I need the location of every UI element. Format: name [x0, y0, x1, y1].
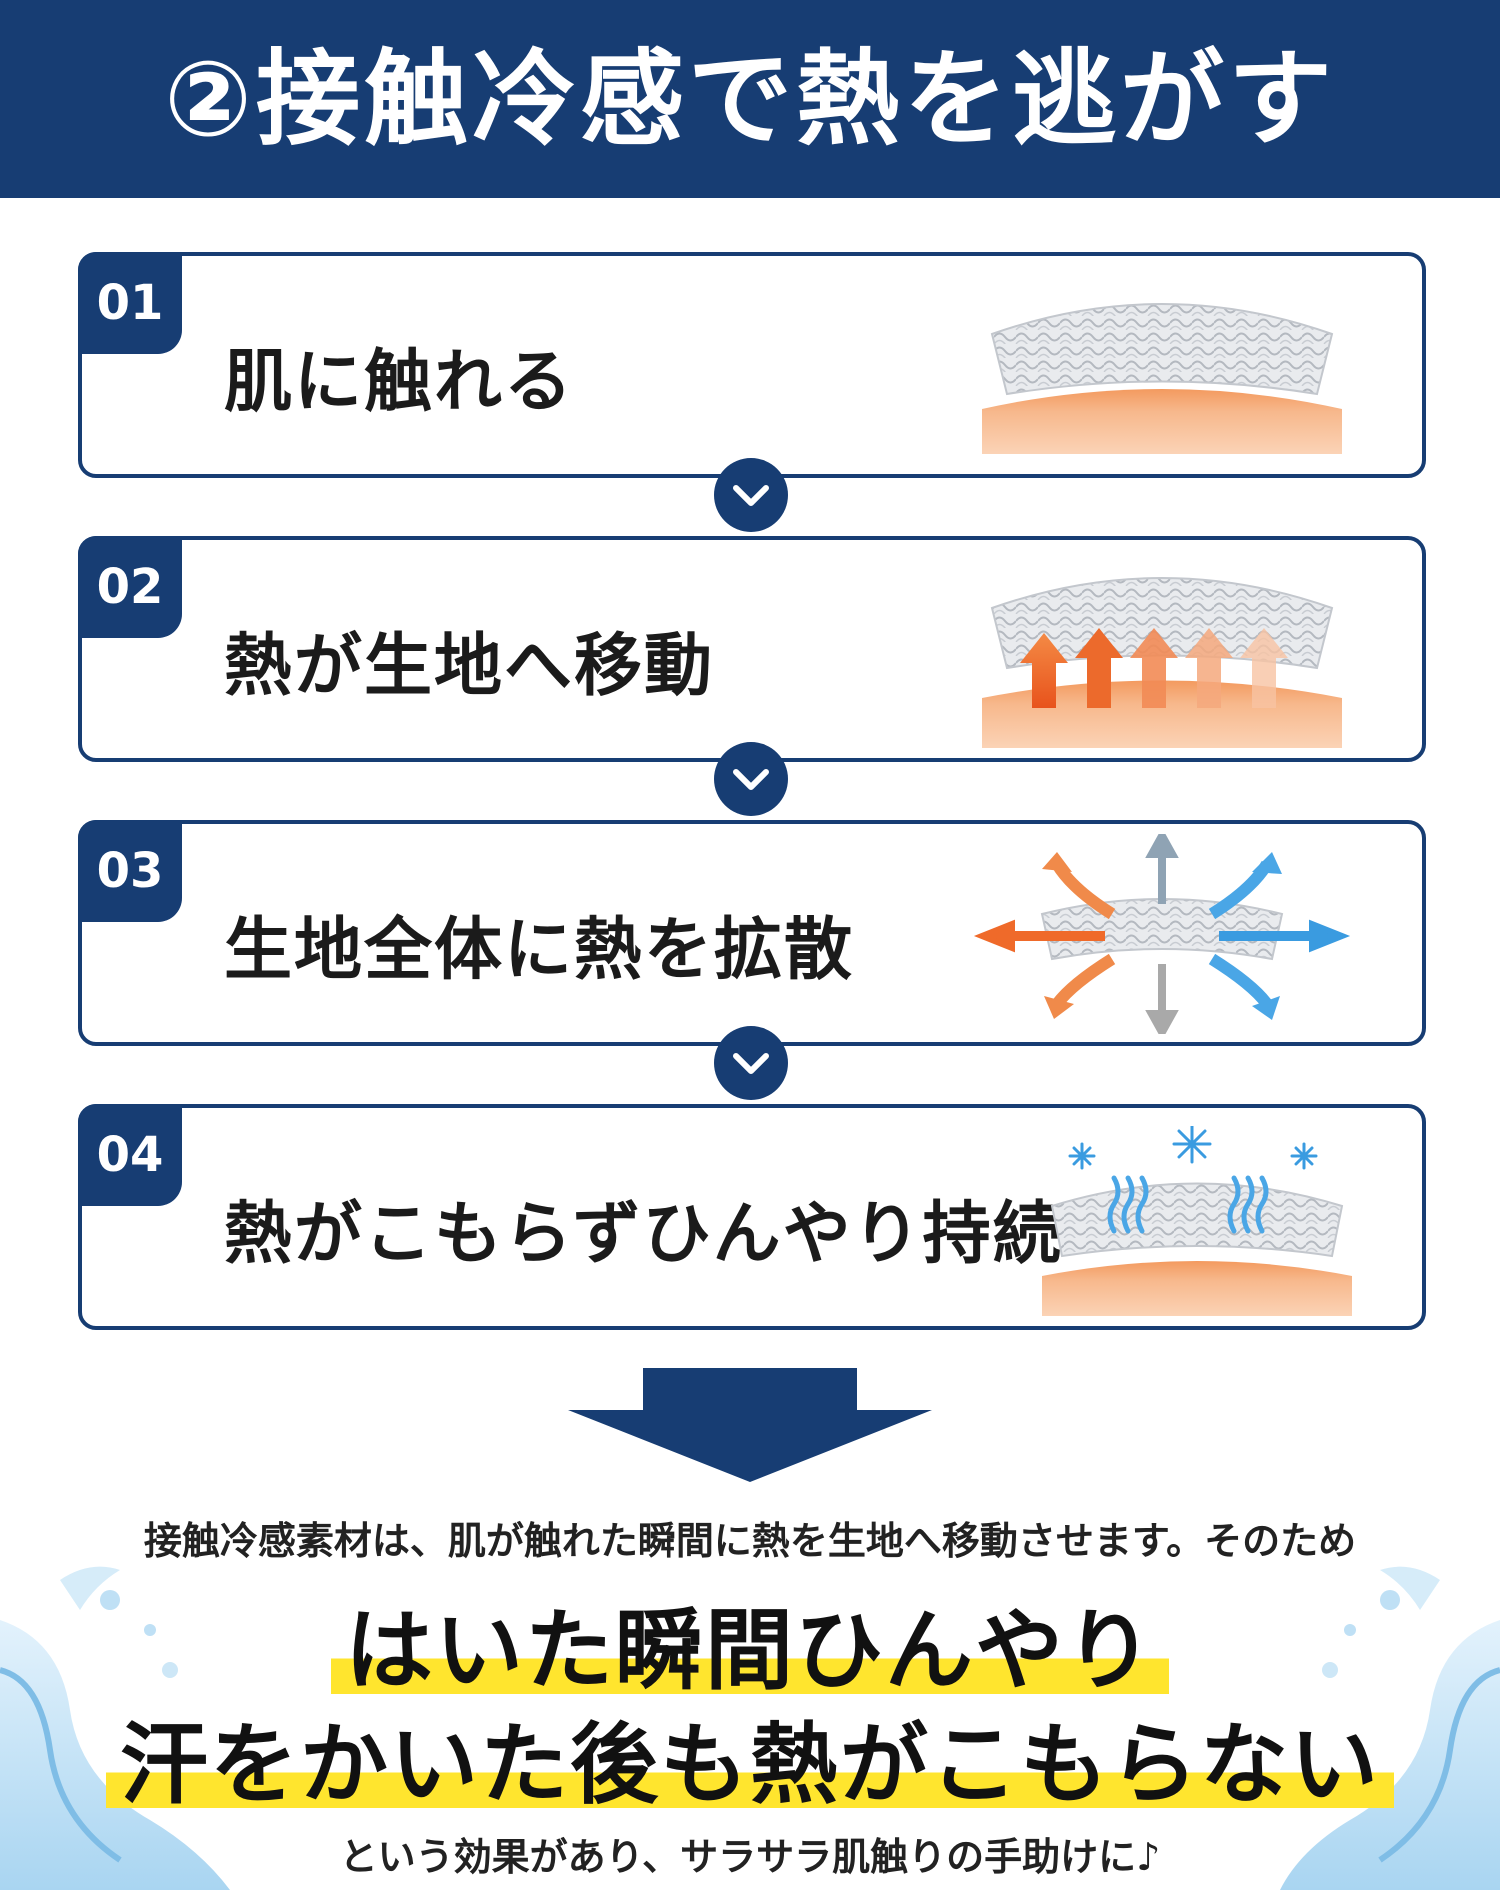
snowflake-icon [1068, 1126, 1318, 1170]
highlight-line-1: はいた瞬間ひんやり [0, 1580, 1500, 1707]
step-card-03: 03 生地全体に熱を拡散 [78, 820, 1426, 1046]
water-splash-right-icon [1280, 1566, 1500, 1890]
chevron-down-icon [714, 458, 788, 532]
water-splash-left-icon [0, 1566, 230, 1890]
heat-arrows-icon [1020, 628, 1288, 708]
highlight-text: はいた瞬間ひんやり [330, 1599, 1169, 1702]
step-number: 03 [78, 820, 182, 922]
step-number: 02 [78, 536, 182, 638]
chevron-down-icon [714, 742, 788, 816]
header-banner: ②接触冷感で熱を逃がす [0, 0, 1500, 198]
arrow-down-icon [568, 1368, 932, 1482]
step-label: 熱が生地へ移動 [224, 627, 715, 706]
step-label: 熱がこもらずひんやり持続 [224, 1195, 1063, 1274]
cooling-wave-icon [1107, 1175, 1269, 1234]
step-card-04: 04 熱がこもらずひんやり持続 [78, 1104, 1426, 1330]
step-number: 01 [78, 252, 182, 354]
summary-intro: 接触冷感素材は、肌が触れた瞬間に熱を生地へ移動させます。そのため [143, 1519, 1357, 1563]
diffusion-arrows-icon [973, 834, 1351, 1034]
highlight-text: 汗をかいた後も熱がこもらない [105, 1713, 1394, 1816]
step-card-02: 02 熱が生地へ移動 [78, 536, 1426, 762]
fabric-on-skin-illustration [982, 303, 1342, 454]
highlight-line-2: 汗をかいた後も熱がこもらない [0, 1694, 1500, 1821]
cool-fabric-illustration [1042, 1126, 1352, 1316]
heat-transfer-illustration [982, 577, 1342, 748]
step-label: 生地全体に熱を拡散 [224, 911, 855, 990]
page-title: ②接触冷感で熱を逃がす [163, 38, 1337, 160]
summary-outro: という効果があり、サラサラ肌触りの手助けに♪ [339, 1835, 1161, 1879]
step-number: 04 [78, 1104, 182, 1206]
chevron-down-icon [714, 1026, 788, 1100]
heat-diffusion-illustration [973, 834, 1351, 1034]
step-label: 肌に触れる [224, 343, 575, 422]
step-card-01: 01 肌に触れる [78, 252, 1426, 478]
